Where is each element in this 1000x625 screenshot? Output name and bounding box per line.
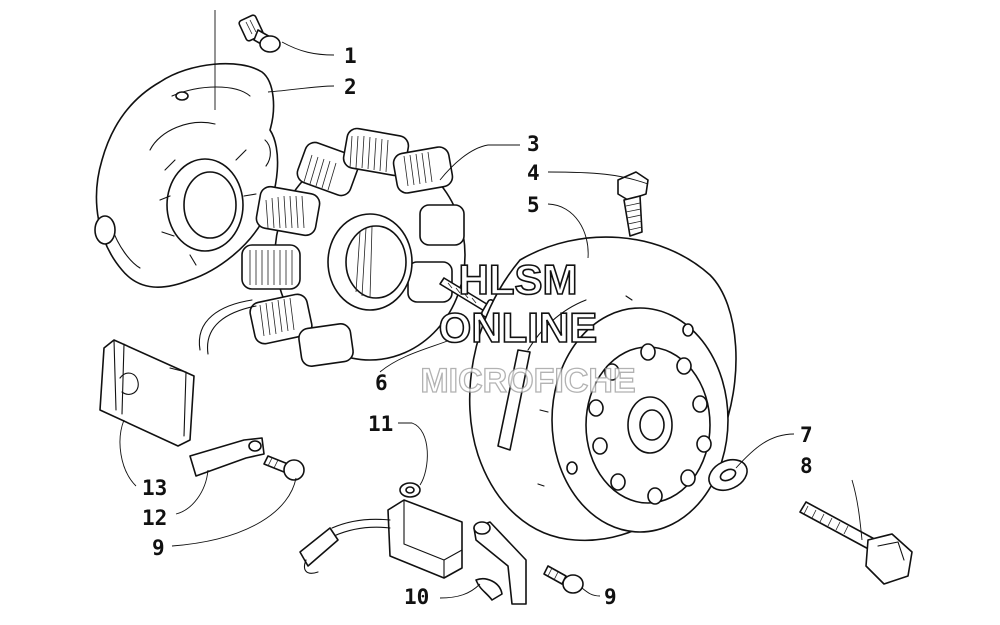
screw-9-left: [263, 455, 305, 481]
screw-9-right: [543, 565, 584, 594]
callout-9-right: 9: [604, 585, 617, 609]
bolt-4: [617, 171, 649, 237]
callout-6: 6: [375, 371, 388, 395]
callout-12: 12: [142, 506, 167, 530]
bracket-13: [99, 339, 195, 447]
cover-plate: [94, 62, 279, 288]
callout-9-left: 9: [152, 536, 165, 560]
callout-2: 2: [344, 75, 357, 99]
leader-lines: [119, 41, 863, 599]
coil-11: [299, 482, 463, 579]
screw-1: [238, 14, 281, 53]
callout-4: 4: [527, 161, 540, 185]
callout-8: 8: [800, 454, 813, 478]
callout-7: 7: [800, 423, 813, 447]
watermark-line1: HLSM: [459, 256, 578, 303]
flywheel: [468, 236, 737, 542]
callout-1: 1: [344, 44, 357, 68]
callout-10: 10: [404, 585, 429, 609]
clip-10: [473, 521, 527, 605]
bolt-8: [799, 501, 913, 585]
callout-numbers: 1 2 3 4 5 6 11 7 8 13 12 9 10 9: [142, 44, 813, 609]
callout-5: 5: [527, 193, 540, 217]
watermark: HLSM ONLINE MICROFICHE: [420, 255, 637, 400]
callout-11: 11: [368, 412, 393, 436]
washer-7: [708, 458, 748, 492]
stator: [198, 127, 466, 367]
watermark-line3: MICROFICHE: [420, 362, 635, 400]
clip-12: [189, 437, 265, 477]
callout-13: 13: [142, 476, 167, 500]
callout-3: 3: [527, 132, 540, 156]
watermark-line2: ONLINE: [439, 304, 598, 351]
